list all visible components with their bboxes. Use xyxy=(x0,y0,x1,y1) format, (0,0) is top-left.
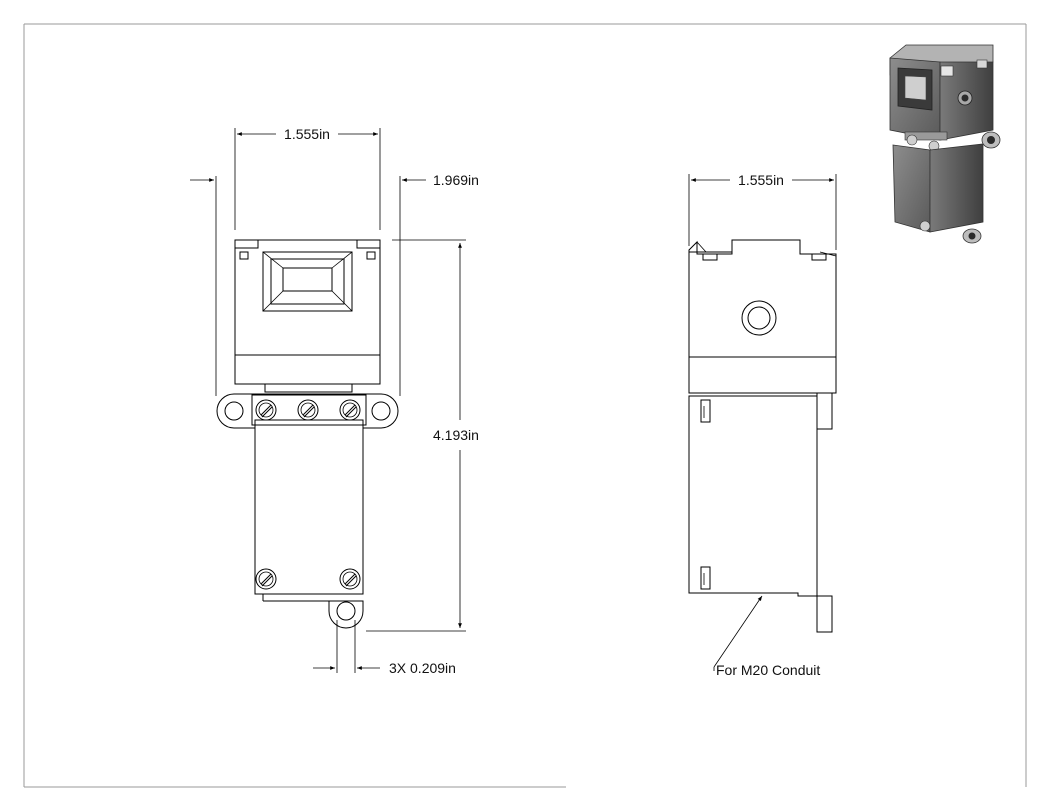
front-width-dimension: 1.555in xyxy=(234,126,381,230)
hole-diameter-dimension: 3X 0.209in xyxy=(313,620,456,676)
front-height-label: 4.193in xyxy=(433,427,479,443)
side-view xyxy=(688,239,837,633)
front-screw-4 xyxy=(255,568,277,590)
front-view xyxy=(216,239,399,629)
sheet-frame xyxy=(23,23,1027,788)
hole-diameter-label: 3X 0.209in xyxy=(389,660,456,676)
front-overall-width-dimension: 1.969in xyxy=(190,172,479,396)
front-screw-1 xyxy=(255,399,277,421)
conduit-callout: For M20 Conduit xyxy=(713,595,820,678)
side-width-dimension: 1.555in xyxy=(688,172,837,250)
front-height-dimension: 4.193in xyxy=(366,239,479,632)
front-screw-5 xyxy=(339,568,361,590)
front-width-label: 1.555in xyxy=(284,126,330,142)
conduit-callout-label: For M20 Conduit xyxy=(716,662,820,678)
side-width-label: 1.555in xyxy=(738,172,784,188)
front-screw-2 xyxy=(297,399,319,421)
isometric-render xyxy=(889,44,1001,244)
front-screw-3 xyxy=(339,399,361,421)
front-overall-width-label: 1.969in xyxy=(433,172,479,188)
